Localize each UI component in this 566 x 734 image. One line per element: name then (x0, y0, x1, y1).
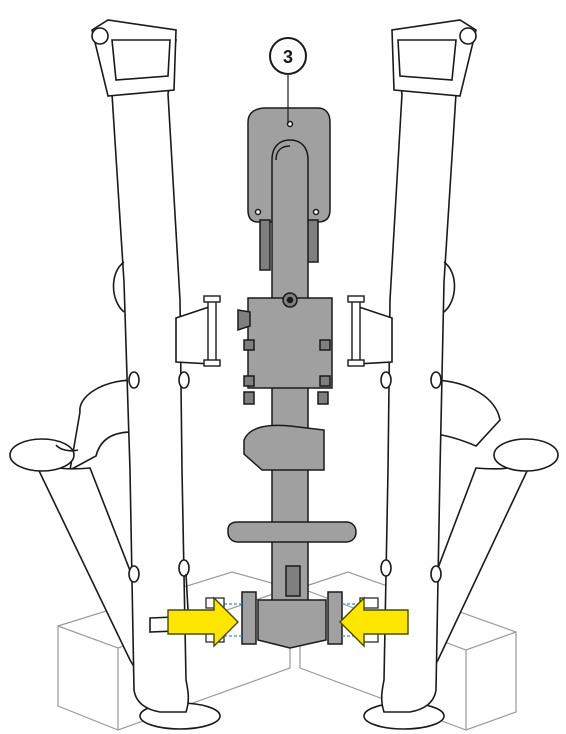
numbered-callout-icon: 3 (269, 37, 307, 124)
arrow-right-icon (167, 596, 239, 648)
bottom-beam (257, 599, 327, 649)
right-upper-hinge (459, 27, 477, 45)
arrow-left-icon (339, 596, 409, 648)
left-flange (241, 591, 257, 645)
right-flange (327, 591, 343, 645)
center-assembly (227, 107, 357, 649)
left-foot-pad (9, 438, 75, 472)
left-upright-tube (91, 19, 213, 713)
crossbar (227, 521, 357, 543)
side-brackets (203, 295, 365, 367)
callout-number: 3 (283, 47, 293, 67)
belt-guard (243, 424, 325, 471)
mechanism-block (247, 297, 333, 389)
right-foot-pad (493, 438, 559, 472)
right-upright-tube (355, 19, 477, 713)
left-upper-hinge (91, 27, 109, 45)
